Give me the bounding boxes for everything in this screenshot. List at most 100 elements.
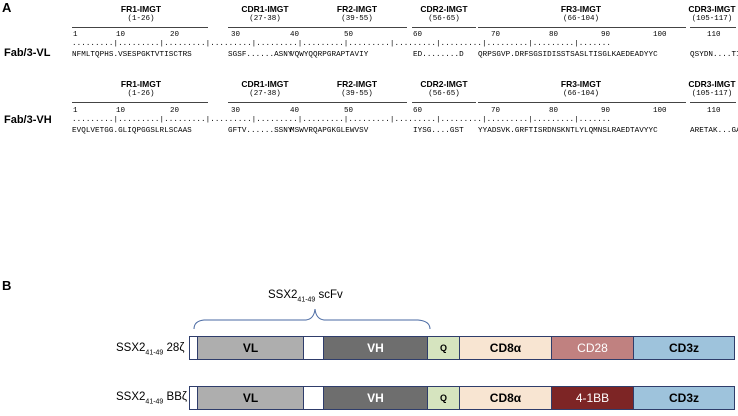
tick-label: 20 — [170, 107, 180, 115]
construct-label-rest: 28ζ — [163, 342, 185, 354]
segment-cd3z: CD3z — [634, 387, 734, 409]
tick-label: 80 — [549, 107, 559, 115]
region-range: (56-65) — [428, 15, 460, 23]
vl-seq-cdr2: ED........D — [413, 51, 464, 59]
segment-cd8a: CD8α — [460, 387, 552, 409]
construct-bar-28z: VL VH Q CD8α CD28 CD3z — [189, 336, 735, 360]
region-range: (66-104) — [562, 15, 599, 23]
signal-segment — [190, 387, 198, 409]
construct-label-bbz: SSX241-49 BBζ — [116, 391, 187, 405]
tick-label: 70 — [491, 107, 501, 115]
vh-seq-cdr1: GFTV......SSNY — [228, 127, 293, 135]
construct-label-main: SSX2 — [116, 342, 146, 354]
segment-vl: VL — [198, 387, 304, 409]
region-name: FR3-IMGT — [560, 4, 602, 14]
scfv-label-rest: scFv — [315, 289, 343, 301]
vh-seq-cdr3: ARETAK...GAFDI — [690, 127, 738, 135]
region-line — [228, 27, 300, 28]
segment-41bb: 4-1BB — [552, 387, 634, 409]
region-range: (105-117) — [691, 90, 733, 98]
region-line — [72, 102, 208, 103]
panel-label-a: A — [2, 0, 12, 15]
segment-vl: VL — [198, 337, 304, 359]
region-name: CDR3-IMGT — [688, 4, 736, 14]
region-line — [412, 27, 476, 28]
tick-label: 50 — [344, 107, 354, 115]
region-line — [289, 27, 407, 28]
vl-dot-ruler: .........|.........|.........|.........|… — [72, 40, 612, 48]
region-name: FR1-IMGT — [120, 4, 162, 14]
segment-linker — [304, 337, 324, 359]
tick-label: 40 — [290, 31, 300, 39]
vh-seq-fr3: YYADSVK.GRFTISRDNSKNTLYLQMNSLRAEDTAVYYC — [478, 127, 658, 135]
tick-label: 110 — [707, 31, 721, 39]
construct-label-28z: SSX241-49 28ζ — [116, 342, 184, 356]
tick-label: 60 — [413, 107, 423, 115]
region-line — [72, 27, 208, 28]
tick-label: 30 — [231, 31, 241, 39]
segment-q: Q — [428, 387, 460, 409]
vl-seq-fr1: NFMLTQPHS.VSESPGKTVTISCTRS — [72, 51, 192, 59]
region-name: CDR1-IMGT — [241, 79, 289, 89]
construct-label-sub: 41-49 — [145, 349, 164, 357]
segment-cd3z: CD3z — [634, 337, 734, 359]
tick-label: 110 — [707, 107, 721, 115]
region-range: (1-26) — [127, 15, 155, 23]
region-name: FR3-IMGT — [560, 79, 602, 89]
region-line — [289, 102, 407, 103]
region-line — [228, 102, 300, 103]
panel-label-b: B — [2, 278, 12, 293]
region-name: CDR2-IMGT — [420, 4, 468, 14]
tick-label: 30 — [231, 107, 241, 115]
vh-seq-fr1: EVQLVETGG.GLIQPGGSLRLSCAAS — [72, 127, 192, 135]
tick-label: 100 — [653, 107, 667, 115]
tick-label: 10 — [116, 31, 126, 39]
segment-q: Q — [428, 337, 460, 359]
region-name: FR2-IMGT — [336, 4, 378, 14]
construct-label-rest: BBζ — [163, 391, 187, 403]
vh-seq-cdr2: IYSG....GST — [413, 127, 464, 135]
region-line — [690, 102, 736, 103]
tick-label: 40 — [290, 107, 300, 115]
tick-label: 90 — [601, 31, 611, 39]
scfv-bracket — [193, 308, 431, 330]
region-range: (27-38) — [249, 90, 281, 98]
construct-bar-bbz: VL VH Q CD8α 4-1BB CD3z — [189, 386, 735, 410]
region-line — [690, 27, 736, 28]
scfv-label-sub: 41-49 — [297, 296, 316, 304]
tick-label: 60 — [413, 31, 423, 39]
scfv-label-main: SSX2 — [268, 289, 298, 301]
region-name: FR1-IMGT — [120, 79, 162, 89]
region-range: (56-65) — [428, 90, 460, 98]
segment-cd28: CD28 — [552, 337, 634, 359]
region-range: (39-55) — [341, 15, 373, 23]
region-range: (27-38) — [249, 15, 281, 23]
scfv-label: SSX241-49 scFv — [268, 289, 343, 303]
tick-label: 100 — [653, 31, 667, 39]
region-line — [478, 102, 686, 103]
tick-label: 1 — [73, 107, 78, 115]
tick-label: 20 — [170, 31, 180, 39]
region-range: (66-104) — [562, 90, 599, 98]
region-name: CDR3-IMGT — [688, 79, 736, 89]
region-line — [478, 27, 686, 28]
region-name: CDR1-IMGT — [241, 4, 289, 14]
region-range: (105-117) — [691, 15, 733, 23]
vh-row-label: Fab/3-VH — [4, 114, 52, 126]
tick-label: 50 — [344, 31, 354, 39]
region-line — [412, 102, 476, 103]
vl-seq-cdr3: QSYDN....TIQV — [690, 51, 738, 59]
vl-seq-cdr1: SGSF......ASNY — [228, 51, 293, 59]
segment-linker — [304, 387, 324, 409]
tick-label: 1 — [73, 31, 78, 39]
region-name: FR2-IMGT — [336, 79, 378, 89]
segment-cd8a: CD8α — [460, 337, 552, 359]
construct-label-sub: 41-49 — [145, 398, 164, 406]
vl-row-label: Fab/3-VL — [4, 47, 51, 59]
vh-seq-fr2: MSWVRQAPGKGLEWVSV — [290, 127, 369, 135]
region-range: (39-55) — [341, 90, 373, 98]
signal-segment — [190, 337, 198, 359]
region-range: (1-26) — [127, 90, 155, 98]
construct-label-main: SSX2 — [116, 391, 146, 403]
vh-dot-ruler: .........|.........|.........|.........|… — [72, 116, 612, 124]
